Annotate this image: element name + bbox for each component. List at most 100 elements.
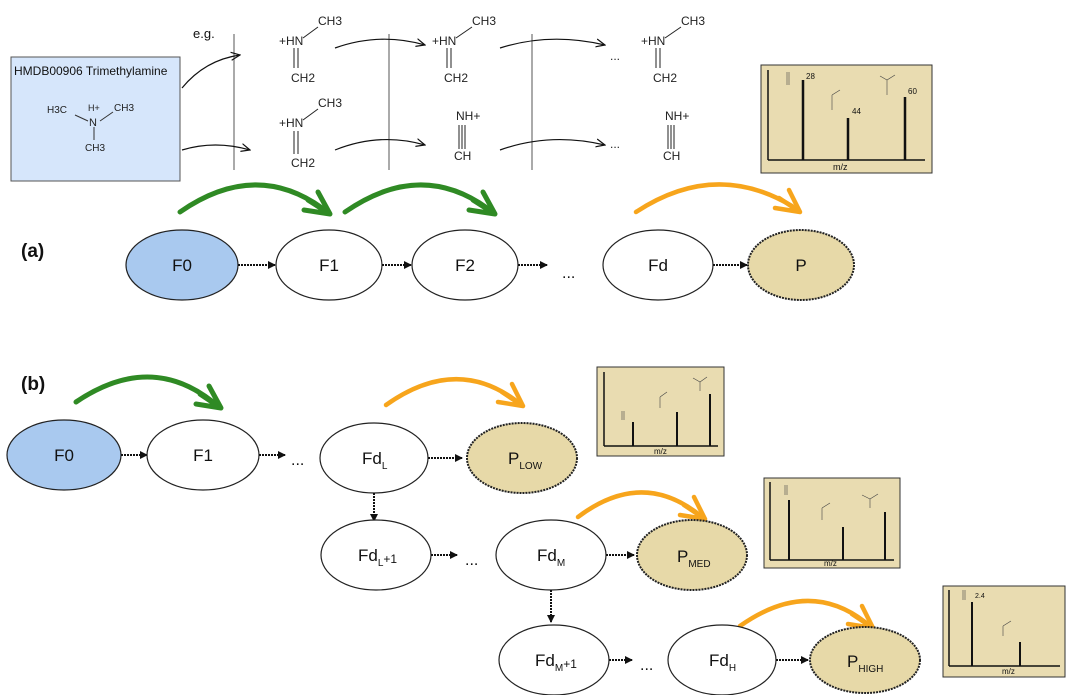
node-plow: PLOW: [466, 422, 578, 494]
svg-text:F0: F0: [172, 256, 192, 275]
node-fdm1: FdM+1: [498, 624, 610, 695]
svg-text:F2: F2: [455, 256, 475, 275]
orange-process-arrow: [737, 598, 868, 629]
svg-text:CH3: CH3: [318, 96, 342, 110]
fragment-methyleneiminium: +HN CH3 CH2: [279, 14, 342, 85]
orange-process-arrow: [383, 376, 518, 408]
orange-process-arrow: [633, 182, 795, 215]
orange-arrowhead: [677, 494, 708, 522]
example-label: e.g.: [193, 26, 215, 41]
svg-text:F1: F1: [193, 446, 213, 465]
trimethylamine-structure: H3C H+ N CH3 CH3: [47, 103, 134, 154]
svg-text:Fd: Fd: [648, 256, 668, 275]
spectrum-low: m/z: [596, 366, 725, 457]
svg-text:P: P: [795, 256, 806, 275]
green-process-arrow: [342, 182, 490, 215]
svg-text:FdM+1: FdM+1: [535, 651, 577, 674]
reaction-arrow: [181, 145, 250, 150]
ellipsis: ...: [610, 137, 620, 151]
node-fdl1: FdL+1: [320, 519, 432, 591]
green-arrowhead: [301, 189, 333, 217]
node-f0: F0: [125, 229, 239, 301]
spectrum-panel-a: 28 44 60 m/z: [760, 64, 933, 174]
svg-text:FdL: FdL: [362, 449, 388, 472]
peak-structure-sketch: [962, 590, 1012, 636]
reaction-arrow: [334, 140, 425, 151]
svg-text:FdH: FdH: [709, 651, 736, 674]
fragment-methyleneiminium: +HN CH3 CH2: [641, 14, 705, 85]
green-arrowhead: [193, 383, 224, 411]
spectrum-med: m/z: [763, 477, 901, 569]
node-pmed: PMED: [636, 519, 748, 591]
panel-b-label: (b): [21, 374, 45, 395]
reaction-arrow: [499, 140, 605, 151]
svg-text:CH2: CH2: [653, 71, 677, 85]
node-fd: Fd: [602, 229, 714, 301]
svg-text:PMED: PMED: [677, 547, 711, 570]
svg-text:CH3: CH3: [681, 14, 705, 28]
node-phigh: PHIGH: [809, 626, 921, 694]
spectrum-xlabel: m/z: [1002, 667, 1015, 676]
panel-a-label: (a): [21, 241, 44, 262]
reaction-arrow: [334, 39, 425, 49]
peak-structure-sketch: [786, 72, 896, 110]
peak-label: 2.4: [975, 593, 985, 600]
reaction-arrow: [181, 55, 240, 89]
atom-ch3-bottom: CH3: [85, 143, 105, 154]
node-p: P: [747, 229, 855, 301]
svg-text:+HN: +HN: [432, 34, 456, 48]
svg-text:CH: CH: [454, 149, 471, 163]
compound-box: HMDB00906 Trimethylamine H3C H+ N CH3 CH…: [10, 56, 181, 182]
svg-text:F1: F1: [319, 256, 339, 275]
svg-text:CH2: CH2: [291, 71, 315, 85]
fragment-hcn-ion: NH+ CH: [454, 109, 480, 163]
peak-structure-sketch: [784, 485, 879, 520]
fragment-hcn-ion: NH+ CH: [663, 109, 689, 163]
orange-arrowhead: [772, 187, 803, 215]
svg-text:+HN: +HN: [279, 116, 303, 130]
node-b-f0: F0: [6, 419, 122, 491]
svg-text:CH2: CH2: [444, 71, 468, 85]
ellipsis: ...: [610, 49, 620, 63]
atom-h-plus: H+: [88, 103, 100, 113]
node-b-f1: F1: [146, 419, 260, 491]
node-fdl: FdL: [319, 422, 429, 494]
green-process-arrow: [177, 182, 325, 215]
spectrum-xlabel: m/z: [654, 447, 667, 456]
node-f2: F2: [411, 229, 519, 301]
node-fdm: FdM: [495, 519, 607, 591]
peak-label: 44: [852, 107, 861, 116]
peak-label: 28: [806, 72, 815, 81]
svg-text:F0: F0: [54, 446, 74, 465]
peak-label: 60: [908, 87, 917, 96]
peak-structure-sketch: [621, 376, 708, 420]
fragment-methyleneiminium: +HN CH3 CH2: [432, 14, 496, 85]
svg-text:CH2: CH2: [291, 156, 315, 170]
atom-h3c: H3C: [47, 105, 67, 116]
atom-ch3-right: CH3: [114, 103, 134, 114]
svg-text:NH+: NH+: [665, 109, 689, 123]
compound-title: HMDB00906 Trimethylamine: [14, 64, 168, 78]
svg-text:+HN: +HN: [641, 34, 665, 48]
svg-text:PHIGH: PHIGH: [847, 652, 883, 675]
node-f1: F1: [275, 229, 383, 301]
svg-text:+HN: +HN: [279, 34, 303, 48]
ellipsis: ...: [640, 657, 653, 674]
svg-text:FdM: FdM: [537, 546, 565, 569]
green-arrowhead: [466, 189, 498, 217]
ellipsis: ...: [465, 552, 478, 569]
orange-arrowhead: [845, 603, 876, 631]
spectrum-xlabel: m/z: [833, 162, 848, 172]
svg-text:FdL+1: FdL+1: [358, 546, 397, 569]
svg-text:PLOW: PLOW: [508, 449, 543, 472]
ellipsis: ...: [291, 452, 304, 469]
svg-text:CH3: CH3: [472, 14, 496, 28]
orange-arrowhead: [495, 381, 526, 409]
svg-text:NH+: NH+: [456, 109, 480, 123]
fragment-methyleneiminium: +HN CH3 CH2: [279, 96, 342, 170]
svg-text:CH: CH: [663, 149, 680, 163]
atom-n: N: [89, 117, 97, 129]
svg-text:CH3: CH3: [318, 14, 342, 28]
reaction-arrow: [499, 39, 605, 49]
